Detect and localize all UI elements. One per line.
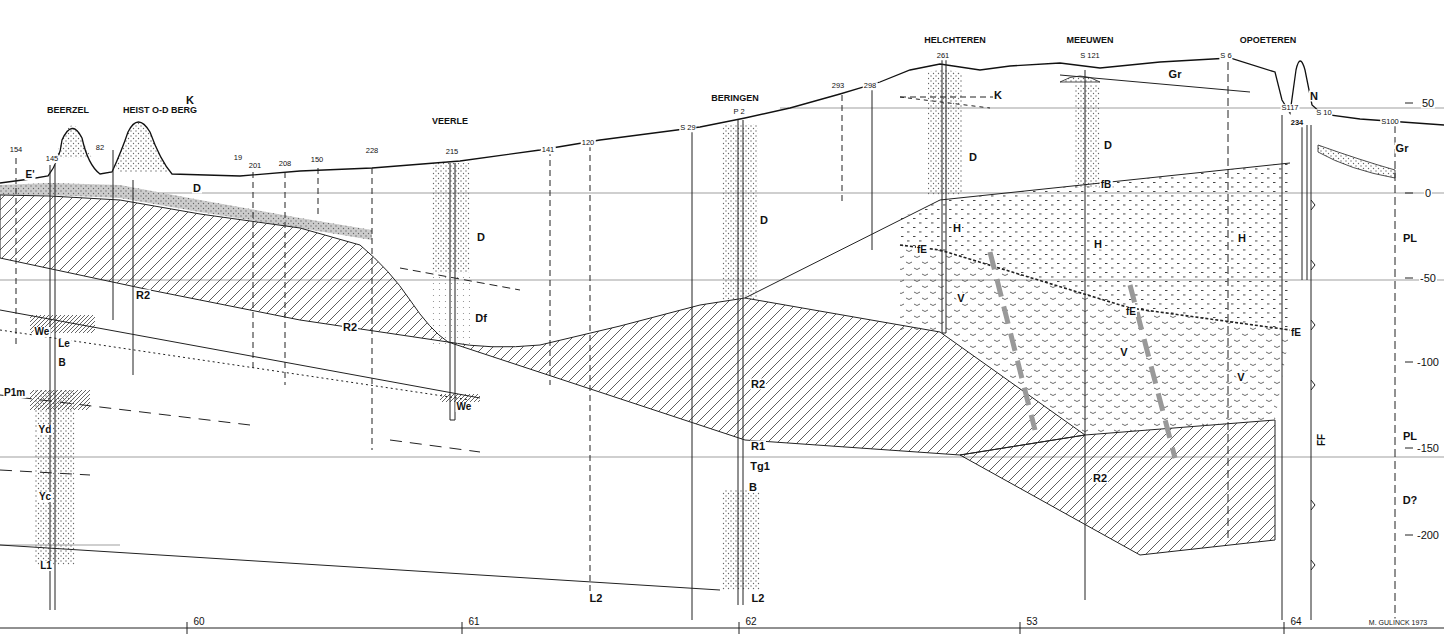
- layer-code: V: [1119, 347, 1128, 358]
- place-name: HELCHTEREN: [923, 36, 987, 45]
- layer-code: V: [1236, 372, 1245, 383]
- grid-number: 53: [1025, 617, 1038, 627]
- layer-code: D?: [1402, 495, 1419, 506]
- layer-code: R2: [135, 290, 151, 301]
- layer-code: D: [192, 183, 202, 194]
- layer-code: V: [956, 293, 965, 304]
- borehole-number: 215: [445, 148, 460, 156]
- layer-code: E': [24, 170, 35, 180]
- borehole-number: 141: [541, 146, 556, 154]
- grid-number: 62: [744, 617, 757, 627]
- layer-code: N: [1309, 91, 1319, 102]
- grid-number: 61: [467, 617, 480, 627]
- layer-code: PL: [1402, 233, 1418, 244]
- layer-code: Yd: [38, 425, 53, 435]
- borehole-number: S 29: [679, 124, 696, 132]
- borehole-number: S 6: [1219, 52, 1232, 60]
- borehole-number: 19: [233, 154, 243, 162]
- place-name: BERINGEN: [710, 94, 760, 103]
- layer-code: L2: [589, 593, 604, 604]
- elevation-value: -200: [1416, 530, 1440, 541]
- place-name: OPOETEREN: [1239, 36, 1298, 45]
- borehole-number: 298: [863, 82, 878, 90]
- layer-code: R2: [1092, 473, 1108, 484]
- layer-code: L1: [39, 561, 53, 571]
- grid-number: 64: [1289, 617, 1302, 627]
- layer-code: K: [185, 95, 195, 106]
- layer-code: L2: [751, 593, 766, 604]
- layer-code: Gr: [1168, 69, 1183, 80]
- elevation-value: -100: [1416, 357, 1440, 368]
- borehole-number: 201: [248, 162, 263, 170]
- borehole-number: S 121: [1079, 52, 1101, 60]
- place-name: HEIST O-D BERG: [122, 106, 198, 115]
- elevation-value: -150: [1416, 443, 1440, 454]
- layer-code: Df: [474, 313, 488, 324]
- layer-code: D: [1103, 140, 1113, 151]
- borehole-number: 82: [95, 144, 105, 152]
- borehole-number: 150: [310, 156, 325, 164]
- layer-code: fB: [1100, 180, 1113, 190]
- borehole-number: S 10: [1315, 109, 1332, 117]
- borehole-number: 261: [936, 52, 951, 60]
- layer-code: D: [759, 215, 769, 226]
- borehole-number: 228: [365, 147, 380, 155]
- place-name: VEERLE: [431, 117, 469, 126]
- layer-code: fE: [1125, 307, 1137, 317]
- grid-number: 60: [192, 617, 205, 627]
- layer-code: D: [476, 232, 486, 243]
- layer-code: P1m: [3, 388, 26, 398]
- borehole-number: 208: [278, 160, 293, 168]
- layer-code: H: [952, 223, 962, 234]
- elevation-value: -50: [1419, 273, 1437, 284]
- borehole-number: S100: [1380, 118, 1400, 126]
- layer-code: K: [993, 90, 1003, 101]
- borehole-number: 293: [831, 82, 846, 90]
- borehole-number: 145: [45, 155, 60, 163]
- layer-code: D: [968, 152, 978, 163]
- borehole-number: 234: [1290, 119, 1305, 127]
- borehole-number: P 2: [732, 108, 745, 116]
- layer-code: PL: [1402, 431, 1418, 442]
- place-name: MEEUWEN: [1066, 36, 1115, 45]
- place-name: BEERZEL: [46, 106, 90, 115]
- layer-code: fE: [916, 245, 928, 255]
- elevation-value: 0: [1424, 188, 1432, 199]
- author-credit: M. GULINCK 1973: [1368, 619, 1428, 626]
- fault-code: FF: [1317, 433, 1327, 447]
- elevation-value: 50: [1421, 98, 1435, 109]
- layer-code: B: [748, 482, 758, 493]
- layer-code: Yc: [38, 492, 52, 502]
- borehole-number: 154: [9, 146, 24, 154]
- layer-code: Gr: [1395, 143, 1410, 154]
- layer-code: Le: [57, 339, 71, 349]
- layer-code: fE: [1290, 328, 1302, 338]
- layer-code: We: [34, 327, 51, 337]
- layer-code: We: [456, 402, 473, 412]
- borehole-number: 120: [581, 139, 596, 147]
- layer-code: R1: [750, 441, 766, 452]
- layer-code: H: [1237, 233, 1247, 244]
- layer-code: R2: [750, 379, 766, 390]
- layer-code: Tg1: [749, 461, 771, 472]
- layer-code: B: [57, 358, 66, 368]
- borehole-number: S117: [1281, 104, 1300, 112]
- layer-code: H: [1093, 239, 1103, 250]
- layer-code: R2: [342, 322, 358, 333]
